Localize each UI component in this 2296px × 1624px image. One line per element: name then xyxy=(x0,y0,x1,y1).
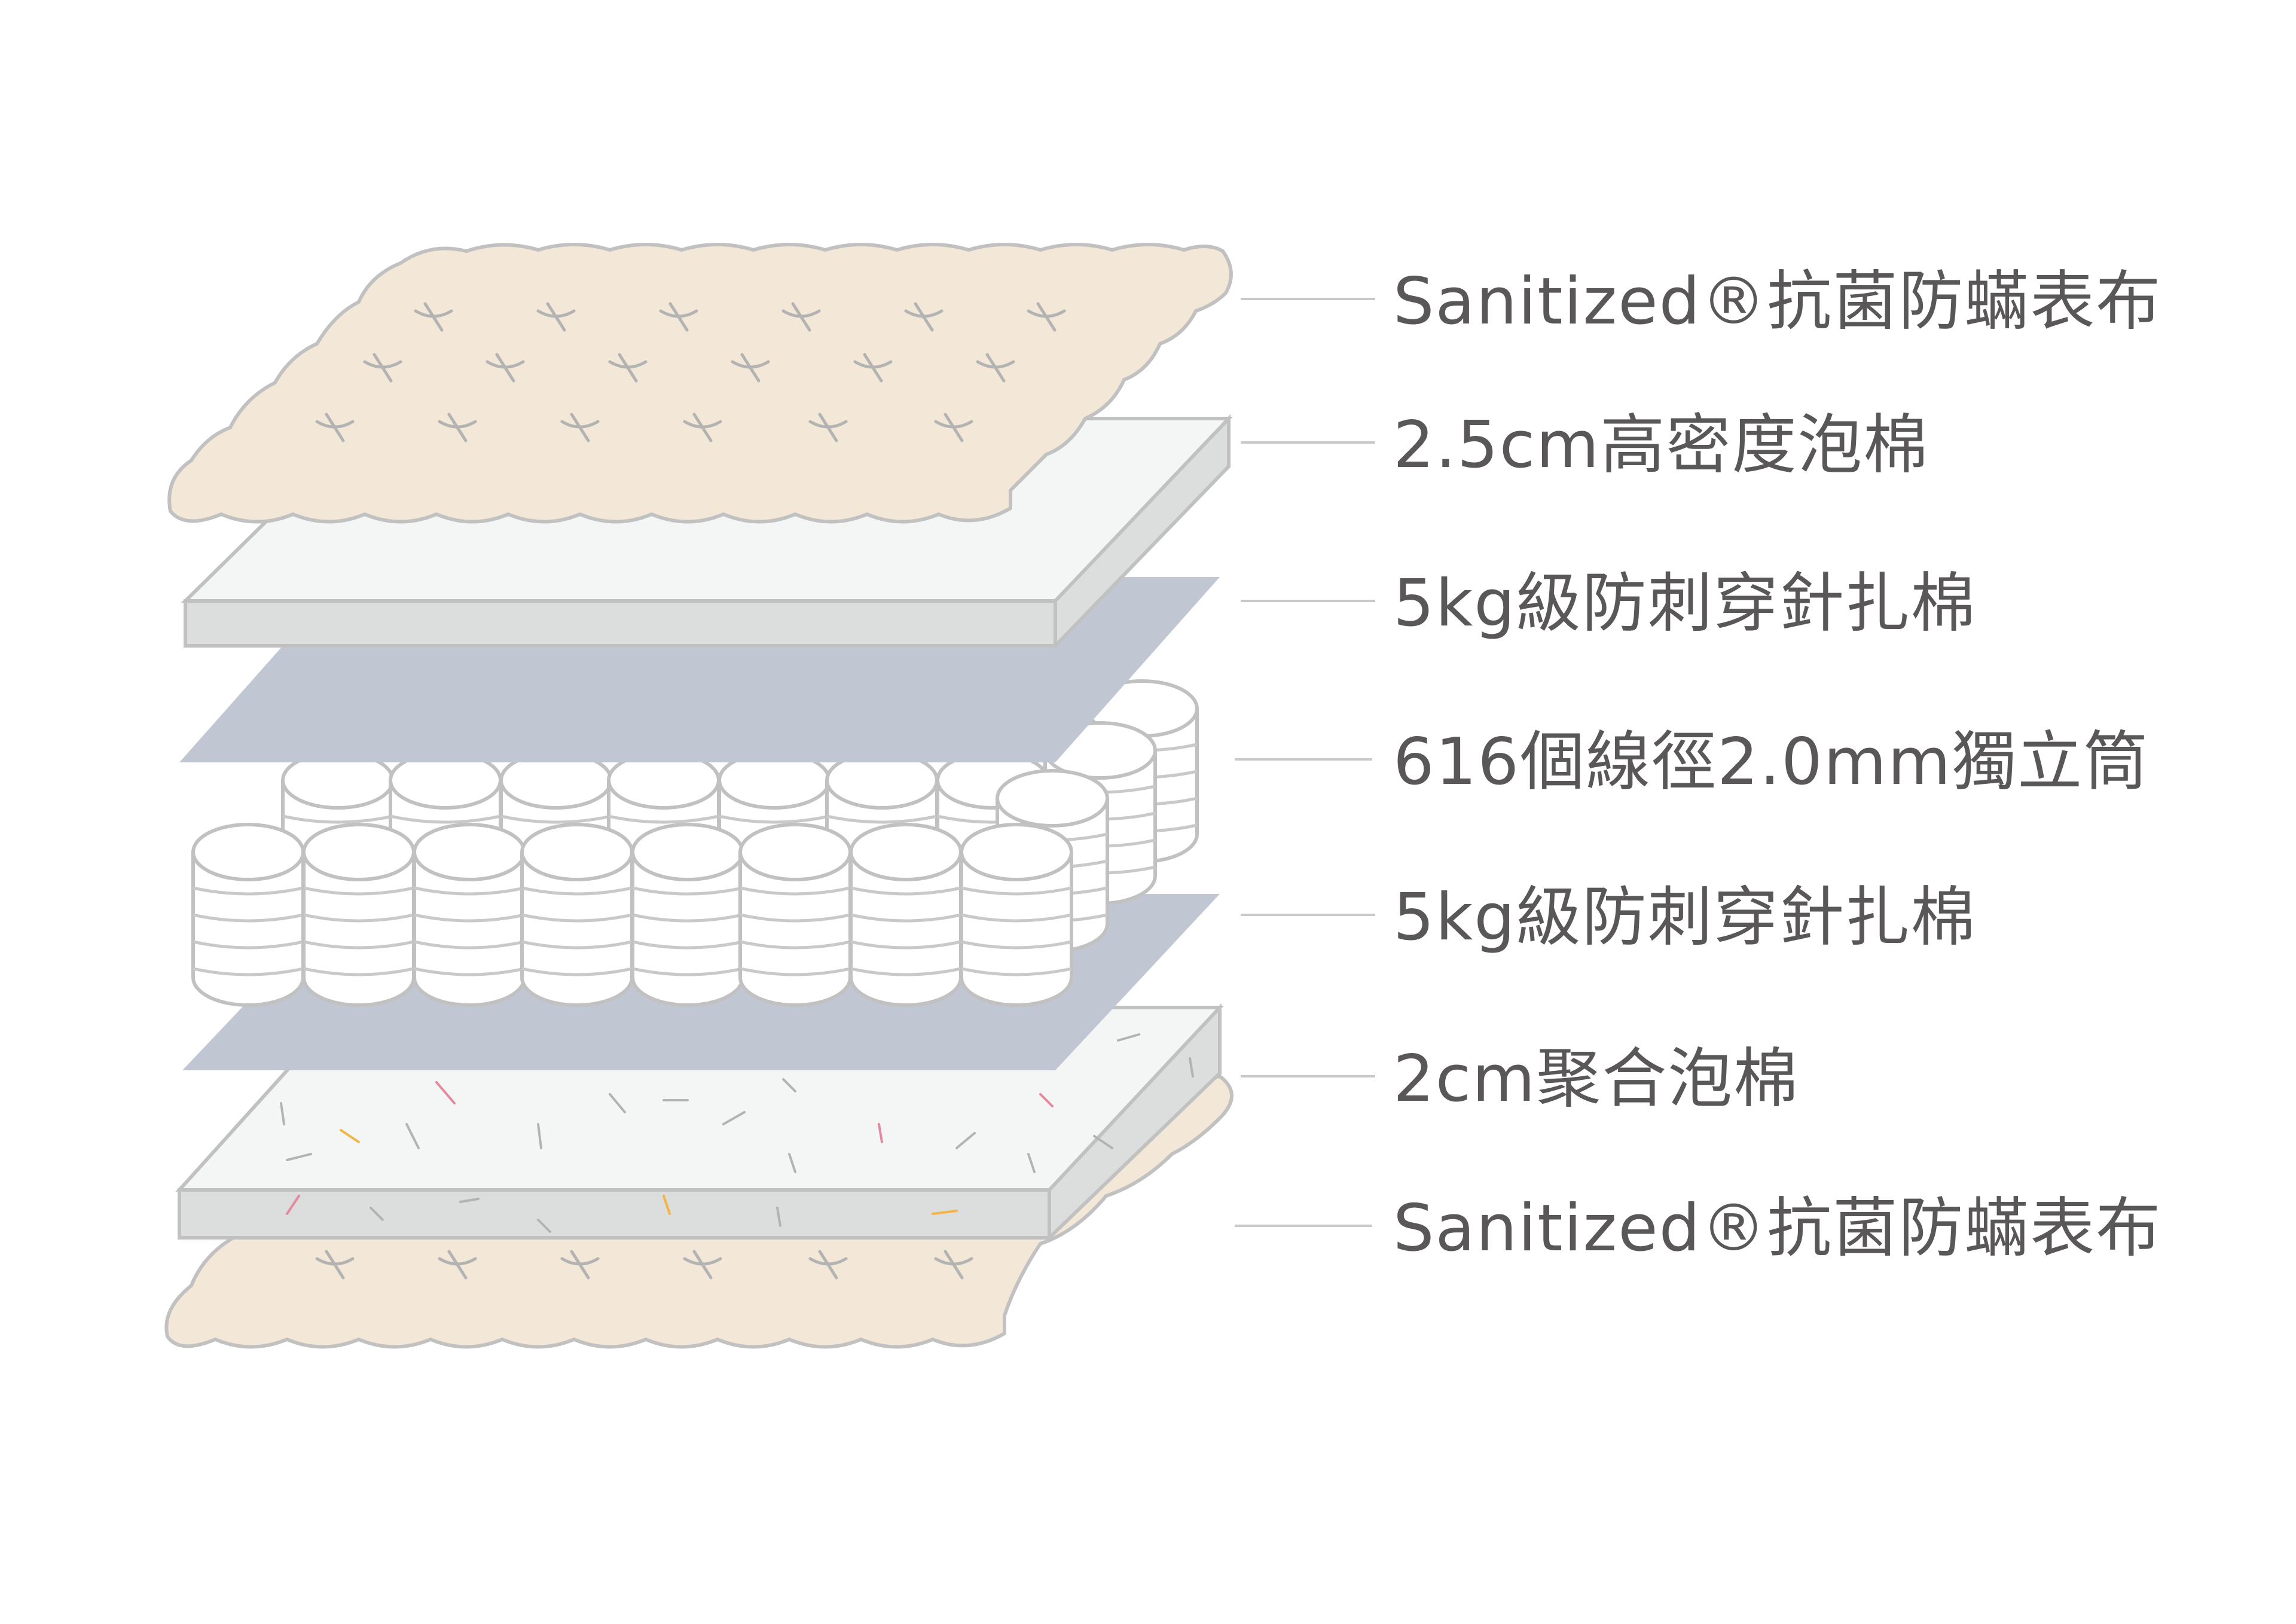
label-bottom-fabric: Sanitized®抗菌防蟎表布 xyxy=(1393,1191,2162,1266)
leader-lines xyxy=(1235,298,1375,1227)
label-high-density-foam: 2.5cm高密度泡棉 xyxy=(1393,408,1929,483)
label-felt-upper: 5kg級防刺穿針扎棉 xyxy=(1393,566,1977,641)
top-fabric-layer xyxy=(167,243,1233,524)
label-top-fabric: Sanitized®抗菌防蟎表布 xyxy=(1393,264,2162,339)
label-felt-lower: 5kg級防刺穿針扎棉 xyxy=(1393,880,1977,955)
label-rebonded-foam: 2cm聚合泡棉 xyxy=(1393,1042,1800,1116)
label-pocket-springs: 616個線徑2.0mm獨立筒 xyxy=(1393,725,2150,799)
